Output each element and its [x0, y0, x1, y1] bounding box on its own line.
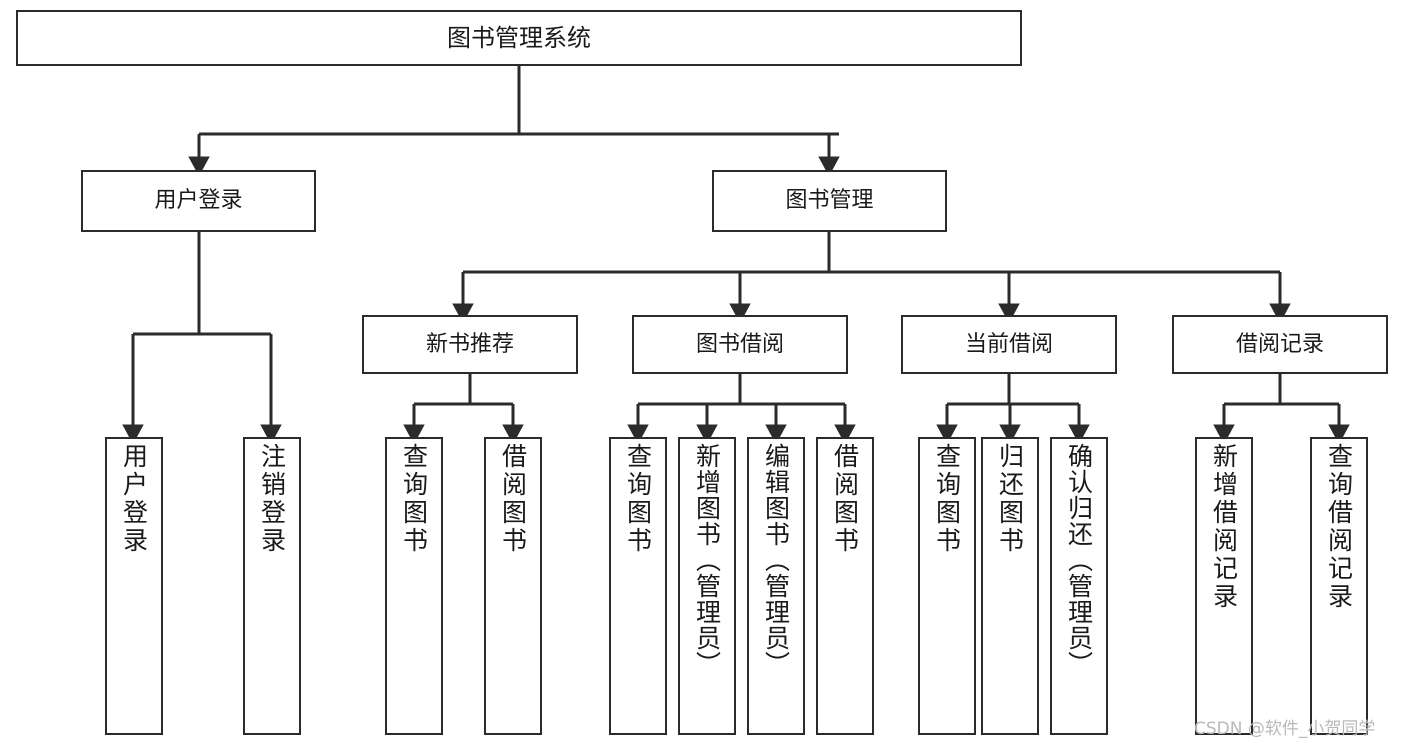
node-label: 查询借阅记录 [1324, 443, 1354, 611]
node-label: 图书管理 [785, 188, 874, 214]
node-leaf-logout[interactable]: 注销登录 [243, 437, 301, 735]
node-current-borrow[interactable]: 当前借阅 [901, 315, 1117, 374]
node-leaf-query-borrow-record[interactable]: 查询借阅记录 [1310, 437, 1368, 735]
node-label: 借阅图书 [498, 443, 528, 555]
node-leaf-borrow-book[interactable]: 借阅图书 [816, 437, 874, 735]
node-leaf-add-borrow-record[interactable]: 新增借阅记录 [1195, 437, 1253, 735]
watermark-text: CSDN @软件_小贺同学 [1194, 719, 1376, 739]
node-label: 图书管理系统 [447, 23, 591, 52]
node-label: 借阅记录 [1235, 331, 1324, 357]
node-leaf-confirm-return-admin[interactable]: 确认归还（管理员） [1050, 437, 1108, 735]
node-label: 查询图书 [399, 443, 429, 555]
node-label: 图书借阅 [695, 331, 784, 357]
node-book-borrow[interactable]: 图书借阅 [632, 315, 848, 374]
node-new-book-recommend[interactable]: 新书推荐 [362, 315, 578, 374]
node-leaf-add-book-admin[interactable]: 新增图书（管理员） [678, 437, 736, 735]
node-book-management[interactable]: 图书管理 [712, 170, 947, 232]
node-label: 查询图书 [623, 443, 653, 555]
node-label: 新书推荐 [425, 331, 514, 357]
node-label: 归还图书 [995, 443, 1025, 555]
node-label: 新增图书（管理员） [692, 443, 722, 677]
node-label: 注销登录 [257, 443, 287, 555]
node-label: 查询图书 [932, 443, 962, 555]
node-label: 确认归还（管理员） [1064, 443, 1094, 677]
node-borrow-records[interactable]: 借阅记录 [1172, 315, 1388, 374]
node-root-system[interactable]: 图书管理系统 [16, 10, 1022, 66]
node-leaf-query-book-recommend[interactable]: 查询图书 [385, 437, 443, 735]
node-leaf-return-book[interactable]: 归还图书 [981, 437, 1039, 735]
node-leaf-user-login[interactable]: 用户登录 [105, 437, 163, 735]
node-leaf-query-book-current[interactable]: 查询图书 [918, 437, 976, 735]
node-label: 借阅图书 [830, 443, 860, 555]
node-label: 用户登录 [119, 443, 149, 555]
node-leaf-borrow-book-recommend[interactable]: 借阅图书 [484, 437, 542, 735]
node-user-login[interactable]: 用户登录 [81, 170, 316, 232]
node-label: 当前借阅 [964, 331, 1053, 357]
node-leaf-query-book-borrow[interactable]: 查询图书 [609, 437, 667, 735]
node-label: 用户登录 [154, 188, 243, 214]
node-label: 新增借阅记录 [1209, 443, 1239, 611]
node-label: 编辑图书（管理员） [761, 443, 791, 677]
node-leaf-edit-book-admin[interactable]: 编辑图书（管理员） [747, 437, 805, 735]
